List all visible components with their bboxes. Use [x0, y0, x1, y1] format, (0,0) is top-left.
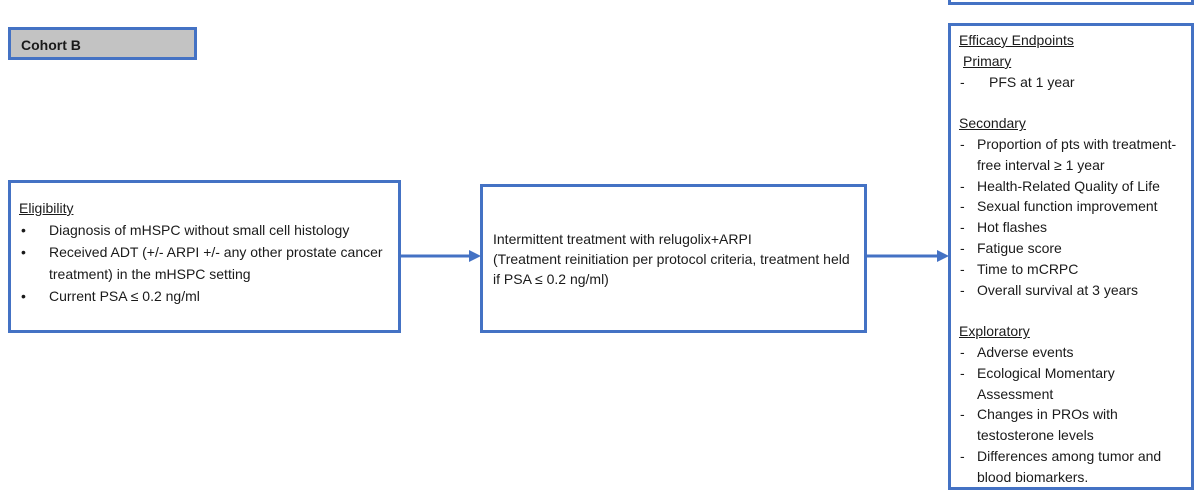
primary-heading: Primary: [963, 52, 1012, 69]
eligibility-item: Current PSA ≤ 0.2 ng/ml: [19, 285, 388, 307]
secondary-heading: Secondary: [959, 115, 1026, 132]
section-gap: [959, 92, 1187, 113]
primary-item: PFS at 1 year: [959, 72, 1187, 93]
secondary-item: Hot flashes: [959, 217, 1187, 238]
endpoints-heading: Efficacy Endpoints: [959, 32, 1074, 48]
exploratory-item: Changes in PROs with testosterone levels: [959, 404, 1187, 446]
arrow-treatment-to-endpoints: [867, 250, 949, 262]
cohort-label: Cohort B: [8, 27, 197, 60]
secondary-item: Fatigue score: [959, 238, 1187, 259]
exploratory-item: Adverse events: [959, 342, 1187, 363]
treatment-box: Intermittent treatment with relugolix+AR…: [480, 184, 867, 333]
eligibility-heading: Eligibility: [19, 200, 74, 216]
eligibility-item: Diagnosis of mHSPC without small cell hi…: [19, 219, 388, 241]
cohort-label-text: Cohort B: [21, 37, 81, 53]
exploratory-list: Adverse events Ecological Momentary Asse…: [959, 342, 1187, 488]
secondary-item: Proportion of pts with treatment-free in…: [959, 134, 1187, 176]
treatment-line-2: (Treatment reinitiation per protocol cri…: [493, 250, 850, 287]
section-gap: [959, 300, 1187, 321]
eligibility-item: Received ADT (+/- ARPI +/- any other pro…: [19, 241, 388, 285]
endpoints-box: Efficacy Endpoints Primary PFS at 1 year…: [948, 23, 1194, 490]
exploratory-item: Differences among tumor and blood biomar…: [959, 446, 1187, 488]
secondary-item: Health-Related Quality of Life: [959, 176, 1187, 197]
primary-list: PFS at 1 year: [959, 72, 1187, 93]
secondary-item: Sexual function improvement: [959, 196, 1187, 217]
treatment-line-1: Intermittent treatment with relugolix+AR…: [493, 230, 752, 247]
eligibility-box: Eligibility Diagnosis of mHSPC without s…: [8, 180, 401, 333]
secondary-item: Time to mCRPC: [959, 259, 1187, 280]
arrow-eligibility-to-treatment: [401, 250, 481, 262]
exploratory-heading: Exploratory: [959, 323, 1030, 340]
secondary-list: Proportion of pts with treatment-free in…: [959, 134, 1187, 300]
exploratory-item: Ecological Momentary Assessment: [959, 363, 1187, 405]
partial-box-top: [948, 0, 1194, 5]
eligibility-list: Diagnosis of mHSPC without small cell hi…: [19, 219, 388, 307]
secondary-item: Overall survival at 3 years: [959, 280, 1187, 301]
